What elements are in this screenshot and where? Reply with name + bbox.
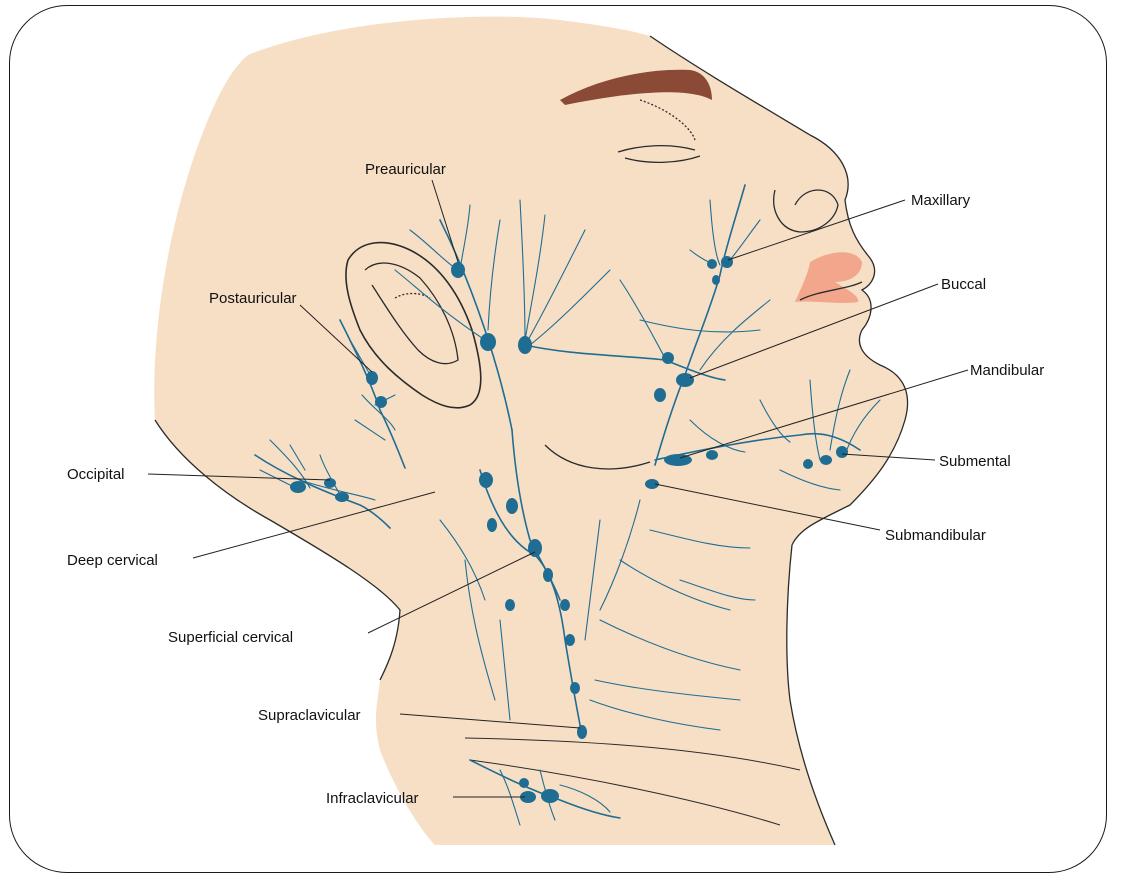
node-submental-2 (820, 455, 832, 465)
node-deep-cervical (479, 472, 493, 488)
label-preauricular: Preauricular (365, 161, 446, 178)
node-buccal-3 (654, 388, 666, 402)
label-mandibular: Mandibular (970, 362, 1044, 379)
label-deep-cervical: Deep cervical (67, 552, 158, 569)
node-mandibular-2 (706, 450, 718, 460)
node-submental (836, 446, 848, 458)
node-maxillary-2 (707, 259, 717, 269)
label-occipital: Occipital (67, 466, 125, 483)
label-postauricular: Postauricular (209, 290, 297, 307)
node-cervical-chain (560, 599, 570, 611)
label-buccal: Buccal (941, 276, 986, 293)
node-infraclavicular-3 (519, 778, 529, 788)
node-submental-3 (803, 459, 813, 469)
node-occipital-3 (335, 492, 349, 502)
node-infraclavicular-2 (541, 789, 559, 803)
label-submental: Submental (939, 453, 1011, 470)
node-supraclavicular (577, 725, 587, 739)
node-deep-cervical-2 (506, 498, 518, 514)
node-superficial-cervical-2 (543, 568, 553, 582)
node-postauricular (366, 371, 378, 385)
node-maxillary (721, 256, 733, 268)
node-deep-cervical-3 (487, 518, 497, 532)
node-occipital (290, 481, 306, 493)
label-infraclavicular: Infraclavicular (326, 790, 419, 807)
label-submandibular: Submandibular (885, 527, 986, 544)
node-superficial-cervical-3 (505, 599, 515, 611)
node-parotid-2 (518, 336, 532, 354)
node-parotid (480, 333, 496, 351)
label-supraclavicular: Supraclavicular (258, 707, 361, 724)
label-superficial-cervical: Superficial cervical (168, 629, 293, 646)
label-maxillary: Maxillary (911, 192, 971, 209)
node-maxillary-3 (712, 275, 720, 285)
node-preauricular (451, 262, 465, 278)
node-cervical-chain-2 (565, 634, 575, 646)
node-buccal-2 (662, 352, 674, 364)
node-postauricular-2 (375, 396, 387, 408)
node-buccal (676, 373, 694, 387)
node-cervical-chain-3 (570, 682, 580, 694)
